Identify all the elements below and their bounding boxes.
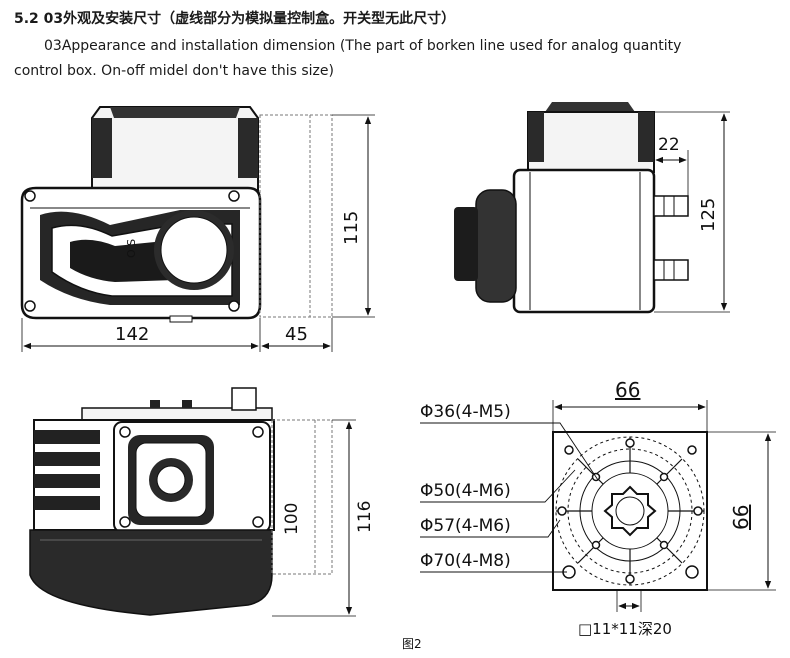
front-box-dim: 45 — [285, 324, 308, 345]
front-view: O S 142 45 115 — [20, 106, 375, 352]
flange-label-70: Φ70(4-M8) — [420, 551, 511, 571]
side-height-dim: 125 — [698, 198, 719, 232]
description-line-2: control box. On-off midel don't have thi… — [14, 63, 334, 79]
front-height-dim: 115 — [341, 211, 362, 245]
flange-width-dim: 66 — [615, 378, 640, 402]
side-view: 22 125 — [454, 102, 730, 314]
figure-caption: 图2 — [402, 637, 422, 651]
flange-label-36: Φ36(4-M5) — [420, 402, 511, 422]
flange-label-57: Φ57(4-M6) — [420, 516, 511, 536]
front-width-dim: 142 — [115, 324, 149, 345]
side-offset-dim: 22 — [658, 135, 680, 155]
bottom-view: 100 116 — [29, 387, 375, 617]
flange-label-50: Φ50(4-M6) — [420, 481, 511, 501]
flange-height-dim: 66 — [729, 505, 753, 530]
section-heading: 5.2 03外观及安装尺寸（虚线部分为模拟量控制盒。开关型无此尺寸） — [14, 11, 456, 27]
bottom-box-dim: 100 — [282, 503, 302, 535]
description-line-1: 03Appearance and installation dimension … — [44, 38, 682, 54]
bottom-height-dim: 116 — [355, 501, 375, 533]
knob-label: O S — [125, 239, 138, 258]
square-bore-label: □11*11深20 — [578, 620, 672, 638]
flange-view: 66 66 Φ36(4-M5) Φ50(4-M6) Φ57(4-M6) Φ70(… — [420, 378, 776, 638]
